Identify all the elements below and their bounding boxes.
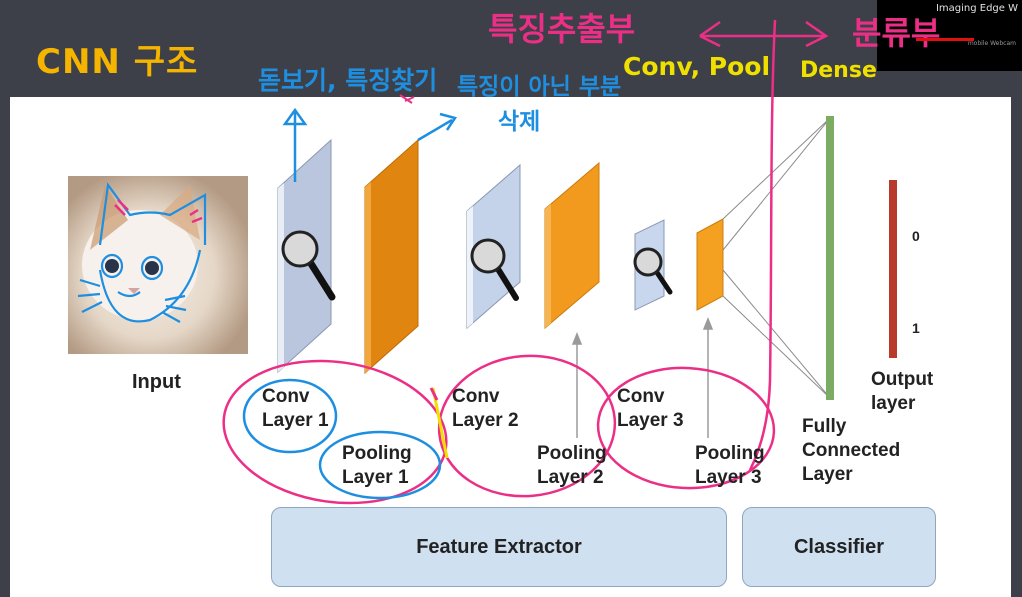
layer-highlight-circles xyxy=(242,378,442,500)
output-value-1: 1 xyxy=(912,320,920,336)
feature-extractor-label: Feature Extractor xyxy=(416,535,582,558)
classifier-box: Classifier xyxy=(742,507,936,587)
cat-ear-marks xyxy=(114,199,203,224)
input-label: Input xyxy=(132,371,181,393)
remove-annotation: 삭제 xyxy=(498,109,541,135)
input-image xyxy=(68,176,248,354)
annotation-arrow xyxy=(417,112,458,142)
conv-layer-3-label: Conv Layer 3 xyxy=(617,386,684,431)
cat-sketch-annotation xyxy=(77,182,207,323)
red-underline xyxy=(916,38,974,41)
camera-overlay: Imaging Edge W mobile Webcam xyxy=(877,0,1022,71)
dense-annotation: Dense xyxy=(800,58,877,83)
magnifier-icon xyxy=(633,247,673,295)
overlay-app-name: Imaging Edge W xyxy=(935,3,1018,14)
pooling-layer-2-label: Pooling Layer 2 xyxy=(537,443,607,488)
output-layer-label: Output layer xyxy=(871,369,934,414)
magnify-feature-annotation: 돋보기, 특징찾기 xyxy=(258,66,438,95)
pooling-layer-1-label: Pooling Layer 1 xyxy=(342,443,412,488)
magnifier-icon xyxy=(281,230,336,301)
slide-title: CNN 구조 xyxy=(36,42,199,82)
output-value-0: 0 xyxy=(912,228,920,244)
classification-part-annotation: 분류부 xyxy=(852,14,941,52)
conv-layer-2-label: Conv Layer 2 xyxy=(452,386,519,431)
section-divider-arrow xyxy=(699,19,829,471)
pool-layer-3-block xyxy=(696,218,724,311)
pooling-arrows xyxy=(571,316,714,438)
fc-connections xyxy=(722,117,831,399)
conv-pool-annotation: Conv, Pool xyxy=(623,52,771,81)
feature-extractor-box: Feature Extractor xyxy=(271,507,727,587)
feature-extraction-part-annotation: 특징추출부 xyxy=(488,10,636,48)
classifier-label: Classifier xyxy=(793,535,885,558)
magnifier-icon xyxy=(470,238,519,301)
pooling-layer-3-label: Pooling Layer 3 xyxy=(695,443,765,488)
conv-layer-1-label: Conv Layer 1 xyxy=(262,386,329,431)
fc-layer-bar xyxy=(826,116,834,400)
non-feature-annotation: 특징이 아닌 부분 xyxy=(457,74,622,100)
pool-layer-2-block xyxy=(544,161,600,330)
overlay-sub-text: mobile Webcam xyxy=(967,40,1016,47)
output-layer-bar xyxy=(889,180,897,358)
annotation-arrow xyxy=(282,107,308,182)
fully-connected-label: Fully Connected Layer xyxy=(802,416,901,485)
pool-layer-1-block xyxy=(364,138,419,375)
